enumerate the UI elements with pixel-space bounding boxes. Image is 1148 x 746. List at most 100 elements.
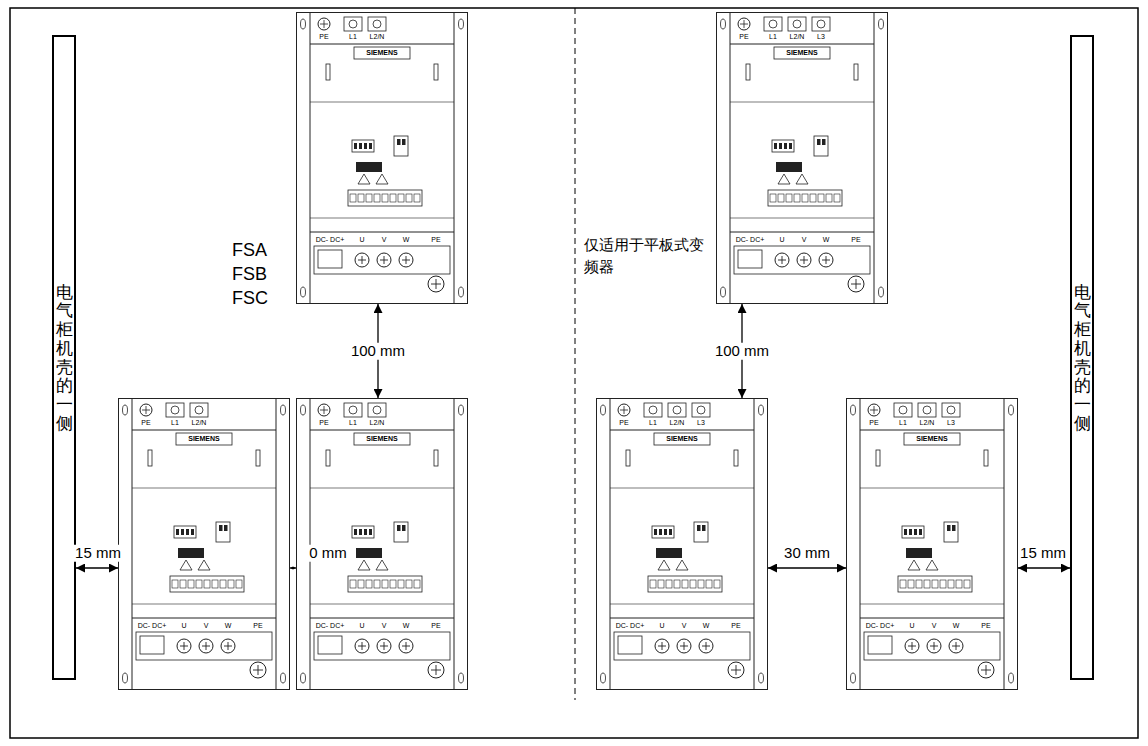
panel-edge	[310, 232, 454, 233]
mounting-slot	[123, 405, 128, 415]
mains-terminal	[368, 17, 386, 31]
dimension-arrow	[741, 304, 742, 398]
screw-slot	[358, 642, 366, 650]
wall-label: 电气柜机壳的一侧	[1074, 283, 1091, 433]
terminal-label: PE	[739, 33, 748, 40]
dip-lever	[779, 143, 782, 149]
terminal-label: L1	[649, 419, 657, 426]
terminal-screw	[649, 406, 657, 414]
selector-switch	[216, 522, 230, 542]
terminal-label: PE	[869, 419, 878, 426]
switch-lever	[402, 139, 406, 145]
warning-symbol	[376, 560, 388, 570]
screw-slot	[851, 279, 861, 289]
terminal-screw	[923, 406, 931, 414]
control-terminal-strip	[348, 190, 422, 206]
outer-frame	[10, 8, 1138, 738]
inverter-unit: PEL1L2/NSIEMENSDC- DC+UVWPE	[296, 398, 468, 690]
mounting-slot	[459, 287, 464, 297]
control-terminal	[794, 194, 800, 202]
frame-size-label: FSA	[232, 240, 267, 262]
terminal-label: DC- DC+	[616, 622, 645, 629]
vent-slot	[746, 64, 750, 80]
vent-slot	[434, 450, 438, 466]
terminal-label: V	[682, 622, 687, 629]
dip-lever	[659, 529, 662, 535]
terminal-screw	[355, 253, 369, 267]
mounting-slot	[459, 673, 464, 683]
terminal-label: L2/N	[370, 33, 385, 40]
control-terminal	[964, 580, 970, 588]
dip-switch	[772, 140, 794, 152]
terminal-label: SIEMENS	[366, 49, 398, 56]
switch-lever	[224, 525, 228, 531]
terminal-screw	[819, 253, 833, 267]
screw-slot	[870, 406, 878, 414]
panel-edge	[310, 102, 454, 103]
mounting-rail	[754, 398, 755, 690]
control-terminal	[802, 194, 808, 202]
mains-terminal	[166, 403, 184, 417]
wall-label: 电气柜机壳的一侧	[56, 283, 73, 433]
panel-edge	[310, 430, 454, 431]
control-terminal	[374, 194, 380, 202]
control-terminal	[350, 580, 356, 588]
control-terminal	[390, 580, 396, 588]
terminal-label: DC- DC+	[138, 622, 167, 629]
terminal-screw	[949, 639, 963, 653]
mounting-slot	[301, 19, 306, 29]
ground-screw	[428, 276, 444, 292]
dip-lever	[364, 529, 367, 535]
dip-lever	[191, 529, 194, 535]
control-terminal	[900, 580, 906, 588]
terminal-screw	[355, 639, 369, 653]
mounting-slot	[459, 19, 464, 29]
terminal-label: L2/N	[370, 419, 385, 426]
control-terminal	[650, 580, 656, 588]
selector-switch	[394, 136, 408, 156]
terminal-label: V	[932, 622, 937, 629]
terminal-label: PE	[431, 236, 440, 243]
screw-slot	[402, 642, 410, 650]
dip-switch	[352, 140, 374, 152]
screw-slot	[431, 665, 441, 675]
terminal-label: PE	[981, 622, 990, 629]
terminal-label: PE	[253, 622, 262, 629]
switch-lever	[817, 139, 821, 145]
ground-screw	[318, 404, 330, 416]
dc-terminal	[140, 636, 164, 654]
terminal-label: V	[382, 622, 387, 629]
panel-edge	[610, 604, 754, 605]
mounting-slot	[851, 405, 856, 415]
mains-terminal	[788, 17, 806, 31]
panel-edge	[610, 488, 754, 489]
terminal-screw	[373, 20, 381, 28]
control-terminal	[382, 580, 388, 588]
dip-lever	[359, 143, 362, 149]
control-terminal	[390, 194, 396, 202]
mounting-rail	[454, 398, 455, 690]
terminal-screw	[171, 406, 179, 414]
inverter-unit: PEL1L2/NL3SIEMENSDC- DC+UVWPE	[716, 12, 888, 304]
terminal-label: U	[909, 622, 914, 629]
mounting-rail	[874, 12, 875, 304]
warning-symbol	[376, 174, 388, 184]
dip-lever	[364, 143, 367, 149]
vent-slot	[854, 64, 858, 80]
option-port	[776, 162, 802, 172]
selector-switch	[694, 522, 708, 542]
terminal-label: L3	[697, 419, 705, 426]
terminal-label: W	[953, 622, 960, 629]
option-port	[356, 548, 382, 558]
switch-lever	[397, 525, 401, 531]
control-terminal	[818, 194, 824, 202]
screw-slot	[202, 642, 210, 650]
panel-edge	[860, 430, 1004, 431]
control-terminal	[956, 580, 962, 588]
terminal-screw	[769, 20, 777, 28]
terminal-screw	[377, 253, 391, 267]
terminal-label: U	[659, 622, 664, 629]
control-terminal	[916, 580, 922, 588]
mounting-slot	[123, 673, 128, 683]
vent-slot	[734, 450, 738, 466]
